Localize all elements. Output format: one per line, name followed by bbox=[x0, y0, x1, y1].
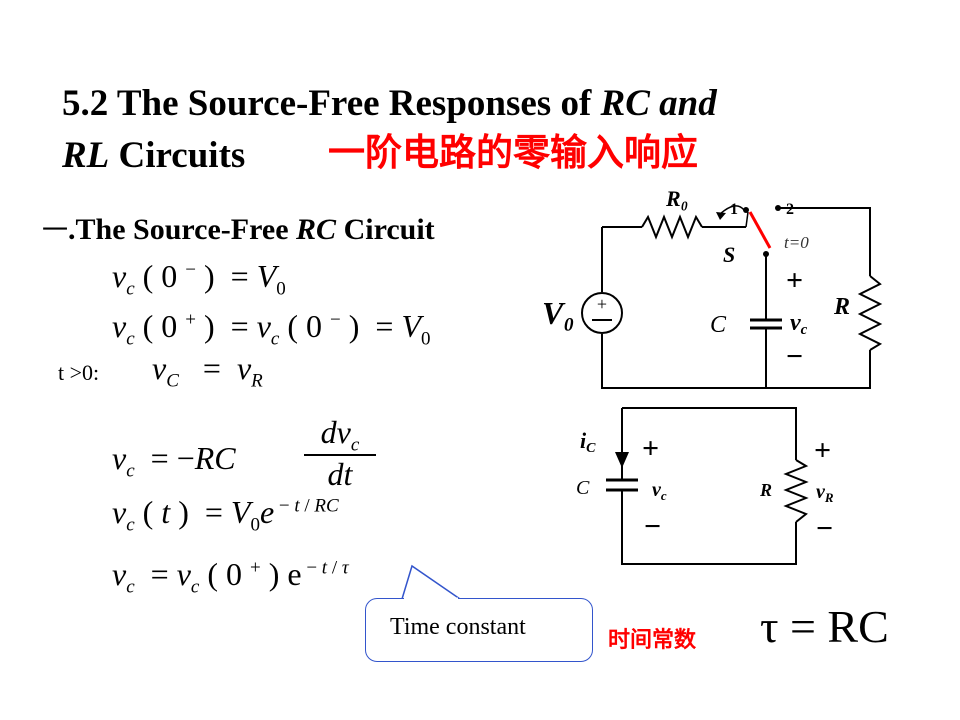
title-rc: RC bbox=[600, 83, 650, 124]
title-line1-prefix: 5.2 The Source-Free Responses of bbox=[62, 83, 601, 124]
section-suffix: Circuit bbox=[336, 213, 435, 246]
label-c2: C bbox=[576, 477, 590, 499]
callout-text: Time constant bbox=[390, 614, 526, 640]
section-heading: 一.The Source-Free RC Circuit bbox=[42, 210, 435, 247]
label-c: C bbox=[710, 312, 727, 338]
label-vc1: vc bbox=[790, 310, 808, 338]
equation-vc-t: vc ( t ) = V0e − t / RC bbox=[112, 494, 339, 536]
label-node2: 2 bbox=[786, 201, 794, 218]
section-prefix: .The Source-Free bbox=[68, 213, 297, 246]
label-node1: 1 bbox=[730, 201, 738, 218]
label-v0: V₀ bbox=[542, 295, 575, 331]
section-rc: RC bbox=[296, 213, 337, 246]
label-plus3: + bbox=[814, 434, 831, 467]
label-switch: S bbox=[723, 242, 735, 267]
circuit-source-free: iC C + vc − R + vR − bbox=[576, 407, 834, 565]
label-minus1: − bbox=[786, 340, 803, 373]
label-t0: t=0 bbox=[784, 233, 809, 252]
equation-vc0-plus: vc ( 0 + ) = vc ( 0 − ) = V0 bbox=[112, 308, 431, 350]
section-marker: 一 bbox=[42, 216, 69, 246]
resistor-r bbox=[857, 275, 883, 351]
current-arrow-icon bbox=[615, 452, 629, 468]
circuit-with-switch: + R₀ 1 2 S t=0 V₀ C + vc − R bbox=[542, 186, 883, 389]
voltage-source-icon bbox=[581, 292, 623, 334]
title-rl: RL bbox=[62, 135, 110, 176]
equation-vc0-minus: vc ( 0 − ) = V0 bbox=[112, 258, 286, 300]
label-plus1: + bbox=[786, 264, 803, 297]
time-constant-chinese: 时间常数 bbox=[608, 628, 697, 653]
label-minus2: − bbox=[644, 510, 661, 543]
label-ic: iC bbox=[580, 428, 596, 456]
resistor-r0 bbox=[641, 214, 703, 240]
label-vc2: vc bbox=[652, 479, 667, 503]
title-and: and bbox=[649, 83, 717, 124]
label-r: R bbox=[833, 294, 850, 320]
title-line2-rest: Circuits bbox=[109, 135, 246, 176]
tau-equation: τ = RC bbox=[760, 601, 889, 652]
label-vr: vR bbox=[816, 481, 834, 505]
label-minus3: − bbox=[816, 512, 833, 545]
label-plus2: + bbox=[642, 432, 659, 465]
equation-vc-eq-vr: vC = vR bbox=[152, 350, 263, 392]
source-plus: + bbox=[597, 294, 607, 314]
equation-vc-tau: vc = vc ( 0 + ) e − t / τ bbox=[112, 556, 349, 598]
callout-box bbox=[365, 598, 593, 662]
title-chinese: 一阶电路的零输入响应 bbox=[328, 131, 698, 174]
slide-title: 5.2 The Source-Free Responses of RC and … bbox=[62, 78, 717, 182]
label-r2: R bbox=[759, 480, 772, 500]
label-r0: R₀ bbox=[665, 186, 688, 211]
condition-label: t >0: bbox=[58, 360, 100, 385]
